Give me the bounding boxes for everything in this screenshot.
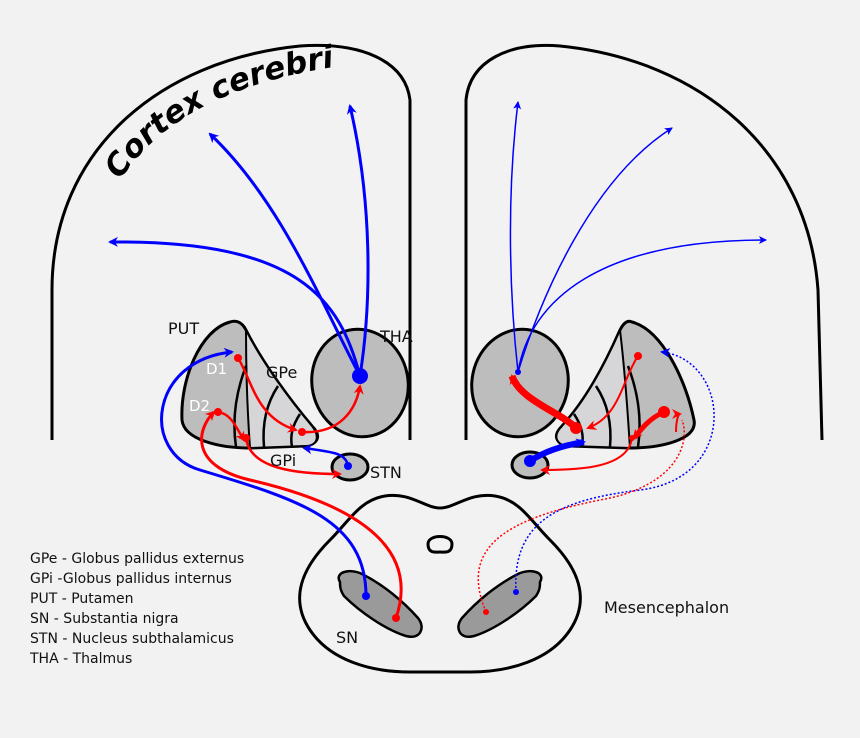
gpe-to-stn (244, 437, 342, 479)
d2-label: D2 (189, 397, 210, 415)
left-hemisphere-outline (50, 43, 412, 440)
gpi-label: GPi (270, 451, 296, 470)
sn-red-dot (392, 614, 400, 622)
gpe-label: GPe (266, 363, 297, 382)
left-nigrostriatal-blue (160, 347, 368, 597)
right-nigrostriatal-red-dotted (477, 419, 685, 613)
right-gpi-to-tha-strong (508, 374, 579, 431)
legend-item: GPi -Globus pallidus internus (30, 571, 232, 587)
right-d2-dot (658, 406, 670, 418)
legend-item: STN - Nucleus subthalamicus (30, 631, 234, 647)
legend-item: THA - Thalmus (29, 651, 132, 667)
d1-label: D1 (206, 360, 227, 378)
legend-item: PUT - Putamen (30, 591, 133, 607)
right-substantia-nigra (457, 570, 543, 639)
left-nigrostriatal-red (200, 410, 403, 619)
sn-blue-dot (362, 592, 370, 600)
right-stn-dot (524, 455, 536, 467)
gpi-to-tha (301, 384, 364, 434)
tha-cortex-projection-3 (346, 104, 370, 377)
right-hemisphere-outline (464, 43, 824, 441)
sn-label: SN (336, 628, 358, 647)
right-d1-to-gpi (586, 355, 639, 430)
right-d1-dot (634, 352, 642, 360)
mesencephalon-label: Mesencephalon (604, 598, 729, 617)
d2-dot (214, 408, 222, 416)
left-gpe (245, 329, 318, 450)
right-gpe (555, 326, 632, 450)
put-label: PUT (168, 319, 199, 338)
right-gpe-to-stn (540, 437, 633, 475)
d1-dot (234, 354, 242, 362)
aqueduct (426, 535, 454, 554)
legend-item: SN - Substantia nigra (30, 611, 179, 627)
right-nigrostriatal-blue-dotted (515, 347, 715, 593)
gpi-out-dot (298, 428, 306, 436)
mesencephalon-outline (298, 493, 582, 674)
stn-label: STN (370, 463, 402, 482)
tha-label: THA (379, 327, 413, 346)
left-substantia-nigra (337, 570, 423, 639)
right-tha-cortex-3 (509, 101, 522, 373)
right-sn-red-dot (483, 609, 489, 615)
right-sn-blue-dot (513, 589, 519, 595)
tha-origin-dot (352, 368, 368, 384)
right-tha-cortex-2 (517, 127, 673, 373)
right-tha-origin-dot (515, 369, 521, 375)
left-gpe-divider-2 (262, 385, 280, 448)
legend-item: GPe - Globus pallidus externus (30, 551, 244, 567)
right-gpe-out-dot (629, 435, 635, 441)
d1-to-gpi (236, 357, 298, 433)
legend: GPe - Globus pallidus externus GPi -Glob… (29, 551, 244, 667)
tha-cortex-projection-1 (108, 236, 362, 377)
right-stn-to-gpi-strong (528, 438, 586, 464)
right-tha-cortex-1 (517, 236, 767, 373)
left-gpe-divider-1 (233, 365, 248, 448)
stn-dot (344, 462, 352, 470)
right-striatum-arrow (671, 409, 682, 433)
right-gpi-out-dot (570, 422, 582, 434)
tha-cortex-projection-2 (208, 132, 362, 377)
gpe-out-dot (242, 434, 250, 442)
